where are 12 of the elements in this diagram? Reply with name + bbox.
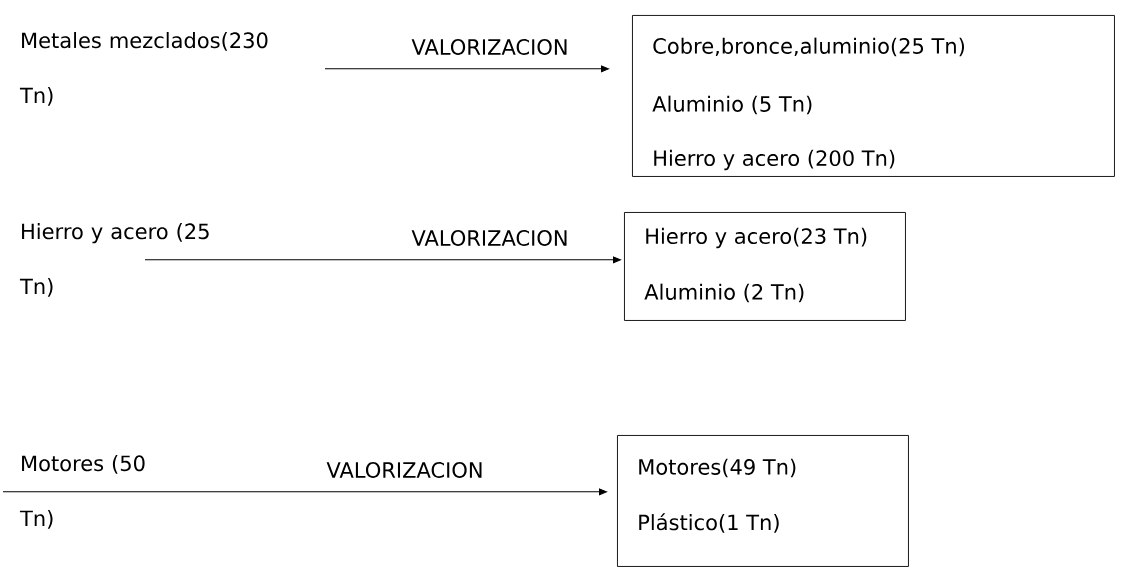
result-box: Cobre,bronce,aluminio(25 Tn) Aluminio (5 Tn) Hierro y acero (200 Tn) <box>632 15 1115 177</box>
arrow <box>324 65 610 73</box>
result-box: Motores(49 Tn) Plástico(1 Tn) <box>617 435 909 567</box>
edge-label: VALORIZACION <box>410 229 570 247</box>
result-box: Hierro y acero(23 Tn) Aluminio (2 Tn) <box>624 212 906 321</box>
arrow <box>144 256 622 264</box>
arrow <box>2 488 608 496</box>
source-text: Motores (50 Tn) <box>19 455 145 529</box>
source-text: Metales mezclados(230 Tn) <box>19 32 268 106</box>
source-text: Hierro y acero (25 Tn) <box>19 223 209 297</box>
edge-label: VALORIZACION <box>325 461 485 479</box>
edge-label: VALORIZACION <box>410 38 570 56</box>
